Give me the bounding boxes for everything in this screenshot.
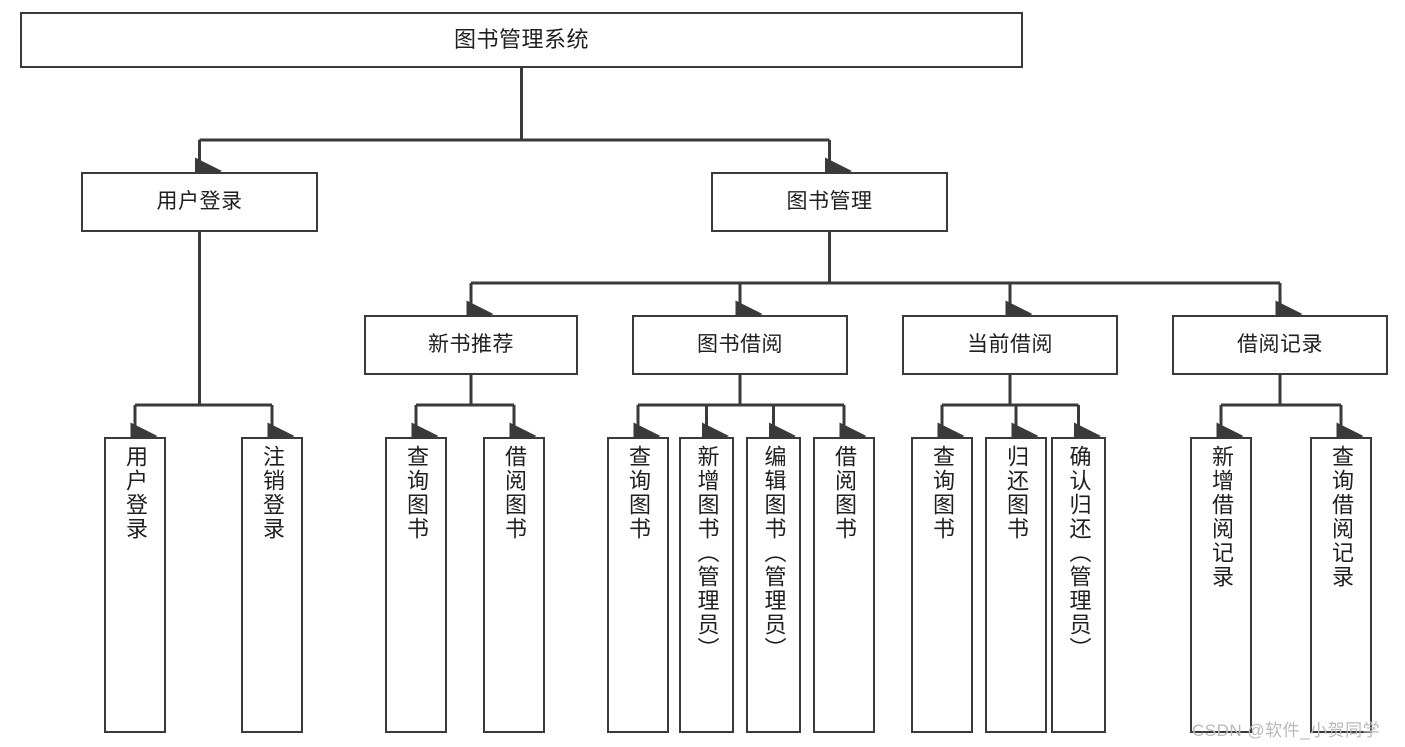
node-leaf-query-book-1[interactable]: 查询图书 xyxy=(385,437,447,733)
node-leaf-confirm-return[interactable]: 确认归还（管理员） xyxy=(1051,437,1106,733)
node-label: 图书管理 xyxy=(786,189,873,213)
node-label: 新增借阅记录 xyxy=(1209,445,1234,589)
node-label: 确认归还（管理员） xyxy=(1066,445,1092,661)
node-leaf-return-book[interactable]: 归还图书 xyxy=(985,437,1047,733)
node-leaf-logout[interactable]: 注销登录 xyxy=(241,437,303,733)
node-leaf-query-record[interactable]: 查询借阅记录 xyxy=(1310,437,1372,733)
node-label: 注销登录 xyxy=(260,445,285,541)
node-root-system[interactable]: 图书管理系统 xyxy=(20,12,1023,68)
node-label: 编辑图书（管理员） xyxy=(761,445,787,661)
node-leaf-query-book-3[interactable]: 查询图书 xyxy=(911,437,973,733)
node-label: 当前借阅 xyxy=(967,332,1053,356)
node-current-borrow[interactable]: 当前借阅 xyxy=(902,315,1118,375)
node-label: 归还图书 xyxy=(1004,445,1029,541)
node-label: 借阅图书 xyxy=(502,445,527,541)
node-label: 借阅记录 xyxy=(1237,332,1323,356)
node-leaf-borrow-book-2[interactable]: 借阅图书 xyxy=(813,437,875,733)
node-new-book-rec[interactable]: 新书推荐 xyxy=(364,315,578,375)
node-borrow-record[interactable]: 借阅记录 xyxy=(1172,315,1388,375)
node-leaf-add-record[interactable]: 新增借阅记录 xyxy=(1190,437,1252,733)
node-user-login[interactable]: 用户登录 xyxy=(81,172,318,232)
node-label: 查询图书 xyxy=(626,445,651,541)
node-label: 借阅图书 xyxy=(832,445,857,541)
node-label: 新书推荐 xyxy=(428,332,514,356)
node-label: 图书借阅 xyxy=(697,332,783,356)
node-label: 图书管理系统 xyxy=(453,27,589,53)
node-book-borrow[interactable]: 图书借阅 xyxy=(632,315,848,375)
node-label: 查询图书 xyxy=(930,445,955,541)
node-leaf-user-login[interactable]: 用户登录 xyxy=(104,437,166,733)
node-label: 查询图书 xyxy=(404,445,429,541)
node-book-mgmt[interactable]: 图书管理 xyxy=(711,172,948,232)
node-leaf-query-book-2[interactable]: 查询图书 xyxy=(607,437,669,733)
node-leaf-borrow-book-1[interactable]: 借阅图书 xyxy=(483,437,545,733)
node-leaf-edit-book[interactable]: 编辑图书（管理员） xyxy=(746,437,801,733)
node-leaf-add-book[interactable]: 新增图书（管理员） xyxy=(679,437,734,733)
node-label: 查询借阅记录 xyxy=(1329,445,1354,589)
node-label: 用户登录 xyxy=(123,445,148,541)
node-label: 用户登录 xyxy=(156,189,243,213)
node-label: 新增图书（管理员） xyxy=(694,445,720,661)
